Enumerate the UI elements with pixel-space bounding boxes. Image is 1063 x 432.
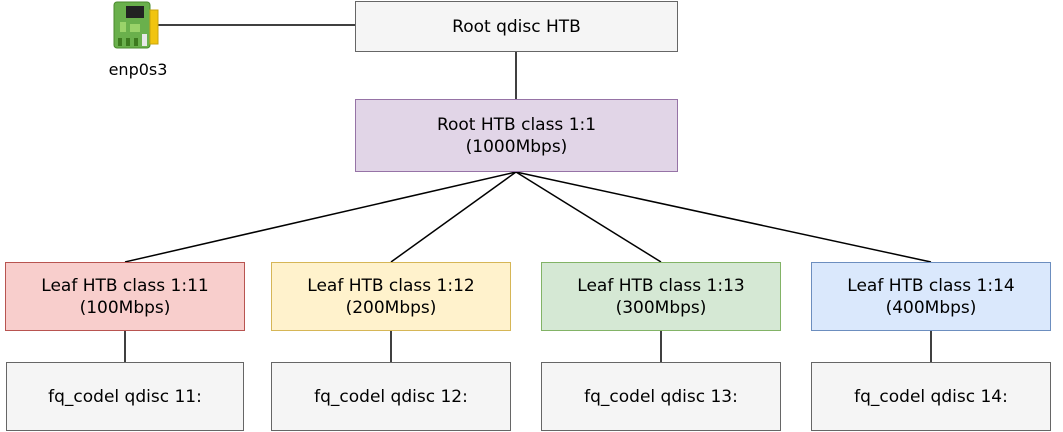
network-card-icon [113,1,159,49]
fq-codel-qdisc-12-node: fq_codel qdisc 12: [271,362,511,431]
leaf-htb-class-12-node: Leaf HTB class 1:12 (200Mbps) [271,262,511,331]
edge-root-class-to-leaf-11 [124,171,517,263]
fq-codel-qdisc-14-node: fq_codel qdisc 14: [811,362,1051,431]
leaf-htb-class-13-node: Leaf HTB class 1:13 (300Mbps) [541,262,781,331]
fq-codel-qdisc-13-node: fq_codel qdisc 13: [541,362,781,431]
edge-root-class-to-leaf-12 [390,171,517,263]
edge-root-class-to-leaf-14 [515,171,932,263]
root-qdisc-node: Root qdisc HTB [355,1,678,52]
edge-root-class-to-leaf-13 [515,171,662,263]
leaf-htb-class-11-node: Leaf HTB class 1:11 (100Mbps) [5,262,245,331]
interface-name: enp0s3 [108,60,168,79]
root-htb-class-node: Root HTB class 1:1 (1000Mbps) [355,99,678,172]
fq-codel-qdisc-11-node: fq_codel qdisc 11: [6,362,244,431]
leaf-htb-class-14-node: Leaf HTB class 1:14 (400Mbps) [811,262,1051,331]
